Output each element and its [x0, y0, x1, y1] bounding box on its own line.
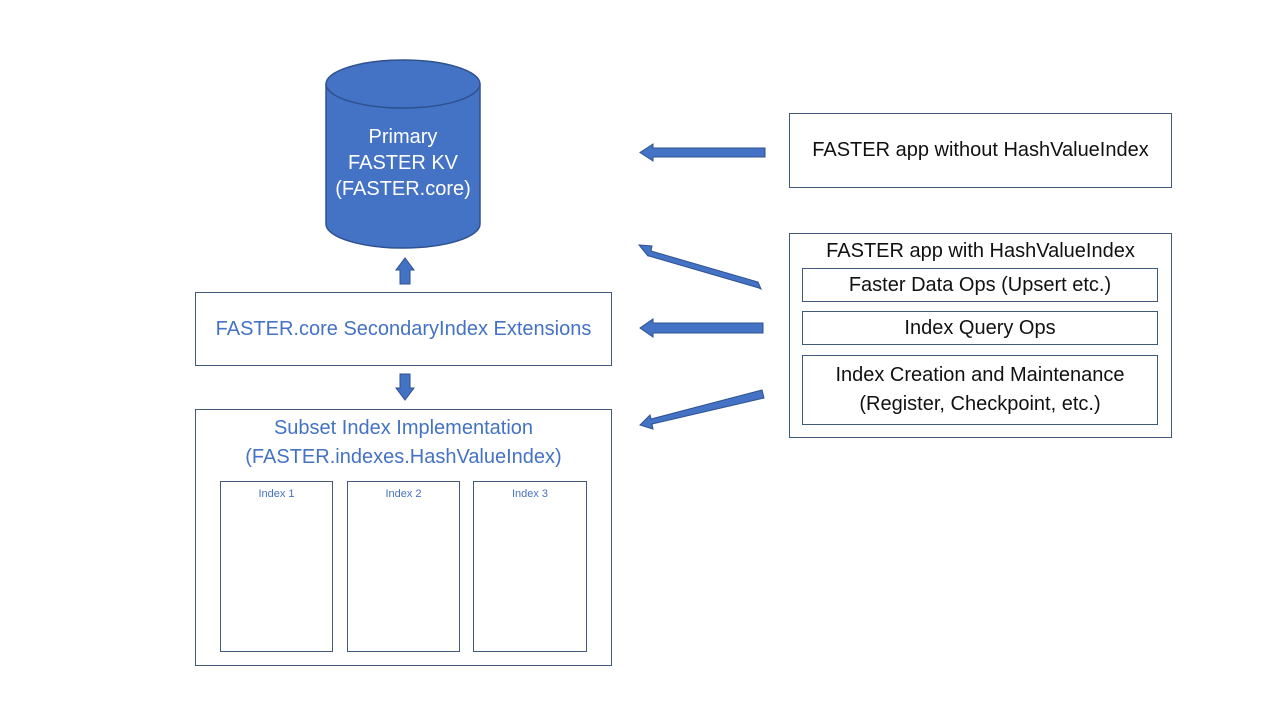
primary-store-line3: (FASTER.core)	[335, 178, 471, 200]
index-1-label: Index 1	[258, 488, 295, 500]
extensions-box: FASTER.core SecondaryIndex Extensions	[195, 292, 612, 366]
index-box-3: Index 3	[473, 481, 587, 652]
arrow-data-ops-to-primary	[637, 244, 762, 291]
arrow-app-without-index-to-primary	[639, 143, 766, 162]
secondary-store-1-line1: Secondary	[251, 567, 304, 579]
index-creation-label: Index Creation and Maintenance (Register…	[835, 361, 1124, 419]
secondary-store-3-line2: FASTER KV	[502, 583, 563, 595]
subset-index-title: Subset Index Implementation (FASTER.inde…	[196, 414, 611, 472]
subset-index-title-line2: (FASTER.indexes.HashValueIndex)	[245, 446, 562, 468]
index-box-2: Index 2	[347, 481, 460, 652]
arrow-query-ops-to-extensions	[639, 318, 764, 338]
secondary-store-2-line2: FASTER KV	[374, 583, 435, 595]
query-ops-label: Index Query Ops	[904, 316, 1056, 339]
secondary-store-2-line1: Secondary	[378, 567, 431, 579]
arrow-index-creation-to-subset-index	[639, 389, 765, 430]
index-creation-line1: Index Creation and Maintenance	[835, 364, 1125, 386]
index-box-1: Index 1	[220, 481, 333, 652]
data-ops-box: Faster Data Ops (Upsert etc.)	[802, 268, 1158, 302]
arrow-extensions-to-primary	[395, 257, 415, 285]
index-3-label: Index 3	[511, 488, 549, 500]
secondary-store-3-line1: Secondary	[506, 567, 559, 579]
app-with-index-title: FASTER app with HashValueIndex	[826, 240, 1135, 262]
primary-store-line1: Primary	[368, 126, 438, 148]
app-without-index-box: FASTER app without HashValueIndex	[789, 113, 1172, 188]
query-ops-box: Index Query Ops	[802, 311, 1158, 345]
arrow-extensions-to-subset-index	[395, 373, 415, 401]
extensions-label: FASTER.core SecondaryIndex Extensions	[215, 317, 592, 340]
index-creation-line2: (Register, Checkpoint, etc.)	[859, 393, 1101, 415]
secondary-store-2-line3: (FASTER.core)	[367, 599, 442, 611]
app-without-index-label: FASTER app without HashValueIndex	[812, 139, 1149, 161]
secondary-store-1-line2: FASTER KV	[247, 583, 308, 595]
subset-index-title-line1: Subset Index Implementation	[273, 417, 534, 439]
primary-cylinder	[325, 59, 481, 249]
secondary-store-1-label: Secondary FASTER KV (FASTER.core)	[230, 565, 325, 613]
secondary-store-2-label: Secondary FASTER KV (FASTER.core)	[357, 565, 452, 613]
index-2-label: Index 2	[385, 488, 422, 500]
index-creation-box: Index Creation and Maintenance (Register…	[802, 355, 1158, 425]
secondary-store-1-line3: (FASTER.core)	[240, 599, 315, 611]
data-ops-label: Faster Data Ops (Upsert etc.)	[848, 273, 1112, 296]
secondary-store-3-label: Secondary FASTER KV (FASTER.core)	[485, 565, 580, 613]
primary-store-line2: FASTER KV	[347, 152, 459, 174]
secondary-store-3-line3: (FASTER.core)	[495, 599, 570, 611]
primary-store-label: Primary FASTER KV (FASTER.core)	[326, 124, 480, 202]
subset-index-box: Subset Index Implementation (FASTER.inde…	[195, 409, 612, 666]
